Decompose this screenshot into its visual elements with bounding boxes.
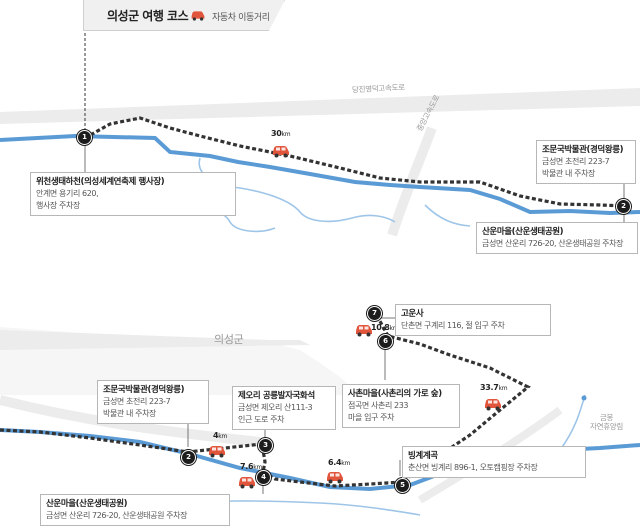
distance-label-4km: 4km bbox=[213, 431, 228, 440]
rest-area-dot bbox=[581, 395, 587, 401]
rest-area-label: 금봉 자연휴양림 bbox=[590, 413, 623, 431]
place-card-sanun-top: 산운마을(산운생태공원) 금성면 산운리 726-20, 산운생태공원 주차장 bbox=[476, 222, 638, 254]
route-marker-4: 4 bbox=[256, 470, 271, 485]
place-card-wicheon: 위천생태하천(의성세계연축제 행사장) 안계면 용기리 620, 행사장 주차장 bbox=[30, 172, 236, 216]
page-title: 의성군 여행 코스 bbox=[107, 9, 189, 23]
car-icon-7-6km bbox=[239, 477, 255, 489]
place-card-gounsa: 고운사 단촌면 구계리 116, 절 입구 주차 bbox=[395, 304, 551, 336]
route-marker-7: 7 bbox=[367, 306, 382, 321]
title-tab bbox=[83, 0, 285, 31]
place-card-sanun-bottom: 산운마을(산운생태공원) 금성면 산운리 726-20, 산운생태공원 주차장 bbox=[40, 494, 230, 526]
place-card-jomunguk-bottom: 조문국박물관(경덕왕릉) 금성면 초전리 223-7 박물관 내 주차장 bbox=[97, 380, 209, 424]
route-marker-1: 1 bbox=[77, 130, 92, 145]
river-top-branch-3 bbox=[424, 204, 471, 227]
route-marker-5: 5 bbox=[395, 478, 410, 493]
region-label: 의성군 bbox=[214, 333, 244, 346]
car-icon-10-8km bbox=[356, 325, 372, 337]
distance-label-30km: 30km bbox=[271, 129, 291, 138]
place-card-jomunguk-top: 조문국박물관(경덕왕릉) 금성면 초전리 223-7 박물관 내 주차장 bbox=[536, 140, 636, 184]
route-marker-bottom-2: 2 bbox=[181, 450, 196, 465]
distance-label-10-8km: 10.8km bbox=[371, 323, 399, 332]
central-expressway bbox=[387, 126, 437, 237]
car-icon-6-4km bbox=[327, 472, 343, 484]
distance-label-33-7km: 33.7km bbox=[480, 383, 508, 392]
place-card-sachon: 사촌마을(사촌리의 가로 숲) 점곡면 사촌리 233 마을 입구 주차 bbox=[342, 384, 460, 428]
road-bottom-2 bbox=[0, 330, 310, 350]
route-marker-2: 2 bbox=[616, 199, 631, 214]
route-bottom bbox=[0, 311, 531, 488]
legend-label: 자동차 이동거리 bbox=[212, 13, 270, 23]
car-icon-33-7km bbox=[485, 399, 501, 411]
route-marker-6: 6 bbox=[378, 334, 393, 349]
place-card-bingye: 빙계계곡 춘산면 빙계리 896-1, 오토캠핑장 주차장 bbox=[402, 446, 586, 478]
car-icon bbox=[191, 11, 205, 21]
route-marker-3: 3 bbox=[258, 438, 273, 453]
distance-label-6-4km: 6.4km bbox=[328, 458, 351, 467]
expressway-top bbox=[0, 88, 640, 124]
place-card-jeori: 제오리 공룡발자국화석 금성면 제오리 산111-3 인근 도로 주차 bbox=[232, 386, 336, 430]
river-top bbox=[0, 133, 640, 216]
river-bottom-branch-2 bbox=[559, 394, 586, 451]
distance-label-7-6km: 7.6km bbox=[240, 462, 263, 471]
car-icon-4km bbox=[209, 446, 225, 458]
route-top bbox=[84, 116, 626, 208]
